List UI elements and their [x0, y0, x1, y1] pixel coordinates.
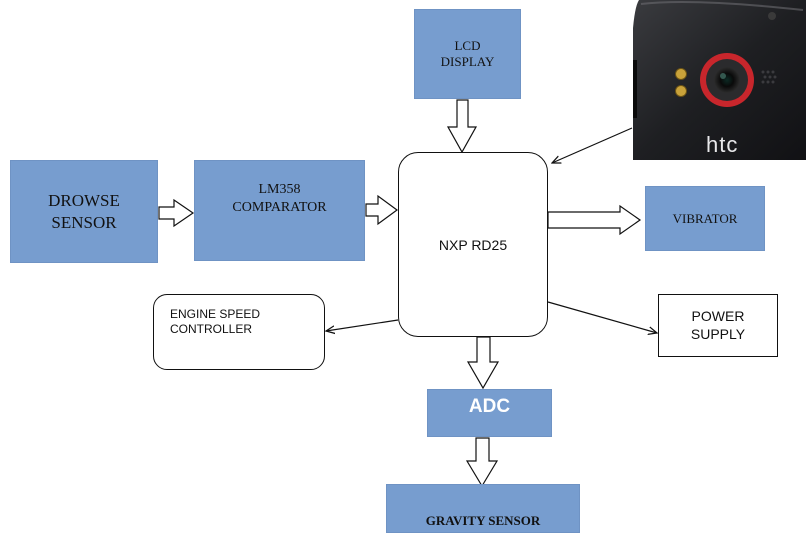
line-controller-to-engine: [326, 319, 399, 331]
vibrator-label: VIBRATOR: [672, 210, 738, 226]
comparator-block: LM358 COMPARATOR: [194, 160, 365, 261]
arrow-lcd-to-controller: [446, 99, 478, 154]
arrow-adc-to-gravity: [465, 437, 499, 488]
controller-label: NXP RD25: [438, 236, 508, 253]
arrow-controller-to-vibrator: [547, 204, 642, 236]
engine-speed-controller-block: ENGINE SPEED CONTROLLER: [153, 294, 325, 370]
line-phone-to-controller: [552, 127, 633, 163]
phone-brand-text: htc: [706, 132, 738, 157]
line-controller-to-power: [547, 301, 657, 333]
comparator-label: LM358 COMPARATOR: [232, 182, 327, 215]
gravity-sensor-label: GRAVITY SENSOR: [425, 513, 541, 528]
power-supply-label: POWER SUPPLY: [690, 308, 746, 342]
phone-illustration: htc: [633, 0, 806, 160]
arrow-controller-to-adc: [466, 336, 500, 390]
lcd-display-block: LCD DISPLAY: [414, 9, 521, 99]
adc-block: ADC: [427, 389, 552, 437]
lcd-display-label: LCD DISPLAY: [440, 37, 495, 69]
vibrator-block: VIBRATOR: [645, 186, 765, 251]
drowse-sensor-block: DROWSE SENSOR: [10, 160, 158, 263]
drowse-sensor-label: DROWSE SENSOR: [48, 191, 120, 232]
gravity-sensor-block: GRAVITY SENSOR: [386, 484, 580, 533]
arrow-sensor-to-comparator: [158, 198, 195, 228]
htc-phone-image: htc: [633, 0, 806, 160]
arrow-comparator-to-controller: [365, 194, 399, 226]
engine-speed-controller-label: ENGINE SPEED CONTROLLER: [170, 307, 261, 336]
controller-block: NXP RD25: [398, 152, 548, 337]
adc-label: ADC: [468, 396, 511, 417]
power-supply-block: POWER SUPPLY: [658, 294, 778, 357]
